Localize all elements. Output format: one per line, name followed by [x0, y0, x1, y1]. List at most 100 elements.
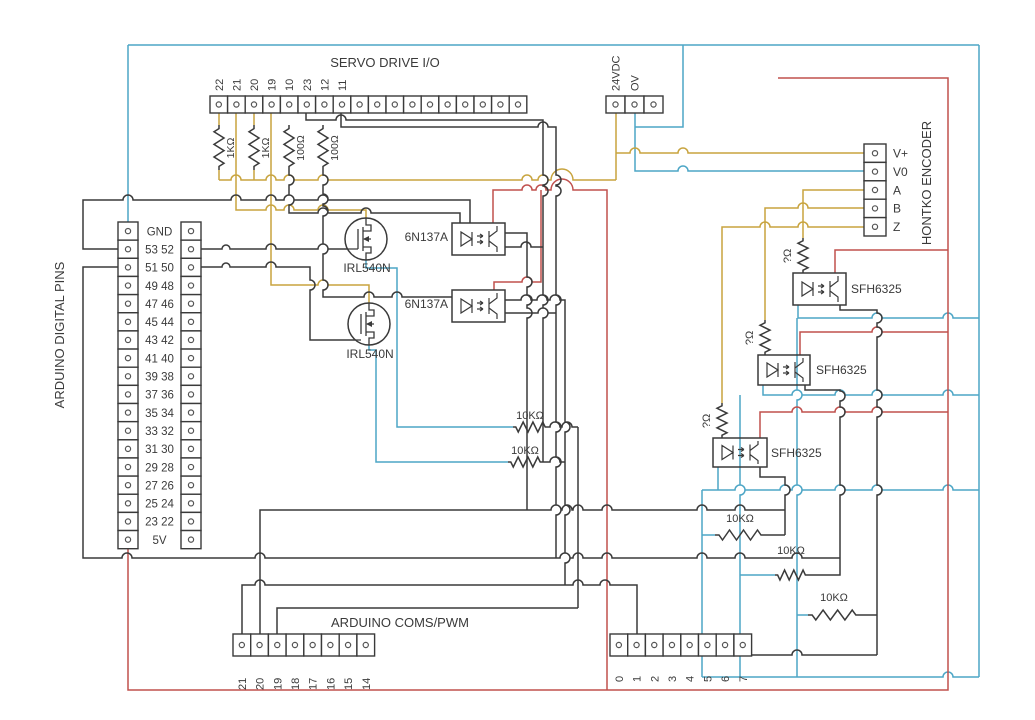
arduino-right-terminal-screw	[187, 354, 195, 362]
arduino-left-terminal-screw	[124, 409, 132, 416]
encoder-resistor-label: ?Ω	[782, 249, 794, 263]
optocoupler-sfh6325-2-body	[757, 354, 811, 386]
arduino-right-terminal-screw	[187, 518, 195, 525]
coms-left-terminal-screw	[291, 641, 299, 649]
arduino-left-terminal-screw	[124, 518, 132, 525]
servo-terminal-screw	[514, 101, 522, 108]
servo-pin-label: 12	[319, 79, 331, 91]
arduino-left-terminal-screw	[124, 536, 132, 543]
encoder-terminal-screw	[871, 168, 879, 175]
servo-pin-label: 11	[337, 80, 349, 91]
coms-left-terminal-screw	[344, 641, 352, 649]
optocoupler-sfh6325-1-body	[792, 272, 847, 306]
servo-terminal-screw	[268, 101, 275, 108]
arduino-digital-row-label: 43 42	[145, 335, 174, 347]
power-terminal-screw	[650, 101, 657, 108]
arduino-left-terminal-screw	[124, 227, 132, 235]
encoder-resistor-label: ?Ω	[744, 331, 756, 345]
optocoupler-glyphs	[460, 226, 839, 464]
arduino-right-terminal-screw	[187, 336, 195, 344]
arduino-left-terminal-screw	[124, 282, 132, 289]
bottom-resistor-label: 10KΩ	[820, 592, 848, 604]
arduino-digital-row-label: 29 28	[145, 462, 174, 474]
power-pin-label: OV	[630, 74, 642, 91]
arduino-digital-row-label: GND	[147, 226, 173, 238]
arduino-right-terminal-screw	[187, 246, 195, 253]
coms-left-terminal-screw	[362, 641, 369, 649]
arduino-digital-row-label: 5V	[152, 535, 166, 547]
coms-right-terminal-screw	[615, 641, 623, 649]
coms-left-terminal-screw	[327, 641, 334, 649]
servo-pin-label: 20	[249, 79, 261, 91]
arduino-digital-row-label: 27 26	[145, 480, 174, 492]
arduino-digital-row-label: 53 52	[145, 244, 174, 256]
arduino-left-terminal-screw	[124, 318, 132, 326]
coms-left-pin-label: 14	[361, 678, 373, 690]
arduino-digital-row-label: 49 48	[145, 281, 174, 293]
arduino-right-terminal-screw	[187, 227, 195, 235]
arduino-digital-row-label: 41 40	[145, 353, 174, 365]
arduino-digital-row-label: 51 50	[145, 263, 174, 275]
arduino-right-terminal-screw	[187, 300, 195, 307]
servo-terminal-screw	[356, 101, 363, 108]
servo-terminal-screw	[409, 101, 416, 108]
arduino-left-terminal-screw	[124, 463, 132, 471]
power-terminal-screw	[631, 101, 638, 108]
coms-right-pin-label: 7	[738, 676, 750, 682]
arduino-right-terminal-screw	[187, 282, 195, 289]
coms-left-pin-label: 16	[325, 678, 337, 690]
encoder-pin-label: A	[893, 183, 901, 197]
servo-terminal-screw	[286, 101, 293, 108]
top-resistor-label: 1KΩ	[260, 138, 272, 159]
arduino-right-terminal-screw	[187, 373, 195, 380]
coms-right-pin-label: 5	[702, 676, 714, 682]
arduino-digital-row-label: 37 36	[145, 390, 174, 402]
coms-title: ARDUINO COMS/PWM	[331, 615, 469, 630]
middle-resistor-label: 10KΩ	[516, 410, 544, 422]
arduino-right-terminal-screw	[187, 481, 195, 489]
encoder-opto-label: SFH6325	[816, 363, 867, 377]
arduino-left-terminal-screw	[124, 246, 132, 253]
optocoupler-6n137a-1-body	[451, 222, 506, 256]
encoder-pin-label: V0	[893, 165, 908, 179]
coms-right-terminal-screw	[739, 641, 746, 649]
arduino-digital-row-label: 31 30	[145, 444, 174, 456]
resistor-zigzags	[212, 125, 860, 622]
coms-left-pin-label: 19	[272, 678, 284, 690]
coms-right-pin-label: 2	[649, 676, 661, 682]
arduino-right-terminal-screw	[187, 264, 195, 271]
power-terminal-screw	[612, 101, 619, 108]
encoder-terminal-screw	[871, 205, 879, 212]
encoder-terminal-screw	[871, 149, 879, 157]
mosfet-label: IRL540N	[343, 261, 390, 275]
arduino-left-terminal-screw	[124, 500, 132, 507]
coms-right-terminal-screw	[668, 641, 676, 649]
coms-left-terminal-screw	[274, 641, 281, 649]
bottom-resistor-label: 10KΩ	[777, 545, 805, 557]
arduino-left-terminal-screw	[124, 391, 132, 398]
servo-terminal-screw	[444, 101, 451, 108]
encoder-terminal-screw	[871, 223, 879, 230]
arduino-digital-row-label: 35 34	[145, 408, 174, 420]
servo-terminal-screw	[338, 101, 346, 108]
encoder-pin-label: V+	[893, 147, 908, 161]
servo-terminal-screw	[426, 101, 434, 108]
coms-right-pin-label: 4	[685, 676, 697, 682]
servo-terminal-screw	[215, 101, 222, 108]
servo-terminal-screw	[391, 101, 398, 108]
servo-pin-label: 19	[267, 79, 279, 91]
opto-label: 6N137A	[405, 297, 448, 311]
coms-left-pin-label: 18	[290, 678, 302, 690]
arduino-digital-title: ARDUINO DIGITAL PINS	[52, 261, 67, 408]
arduino-digital-row-label: 45 44	[145, 317, 174, 329]
opto-label: 6N137A	[405, 230, 448, 244]
optocoupler-sfh6325-3-body	[712, 437, 768, 468]
coms-left-pin-label: 21	[237, 678, 249, 690]
coms-right-pin-label: 0	[614, 676, 626, 682]
arduino-digital-row-label: 23 22	[145, 517, 174, 529]
coms-left-terminal-screw	[238, 641, 246, 649]
arduino-digital-row-label: 47 46	[145, 299, 174, 311]
